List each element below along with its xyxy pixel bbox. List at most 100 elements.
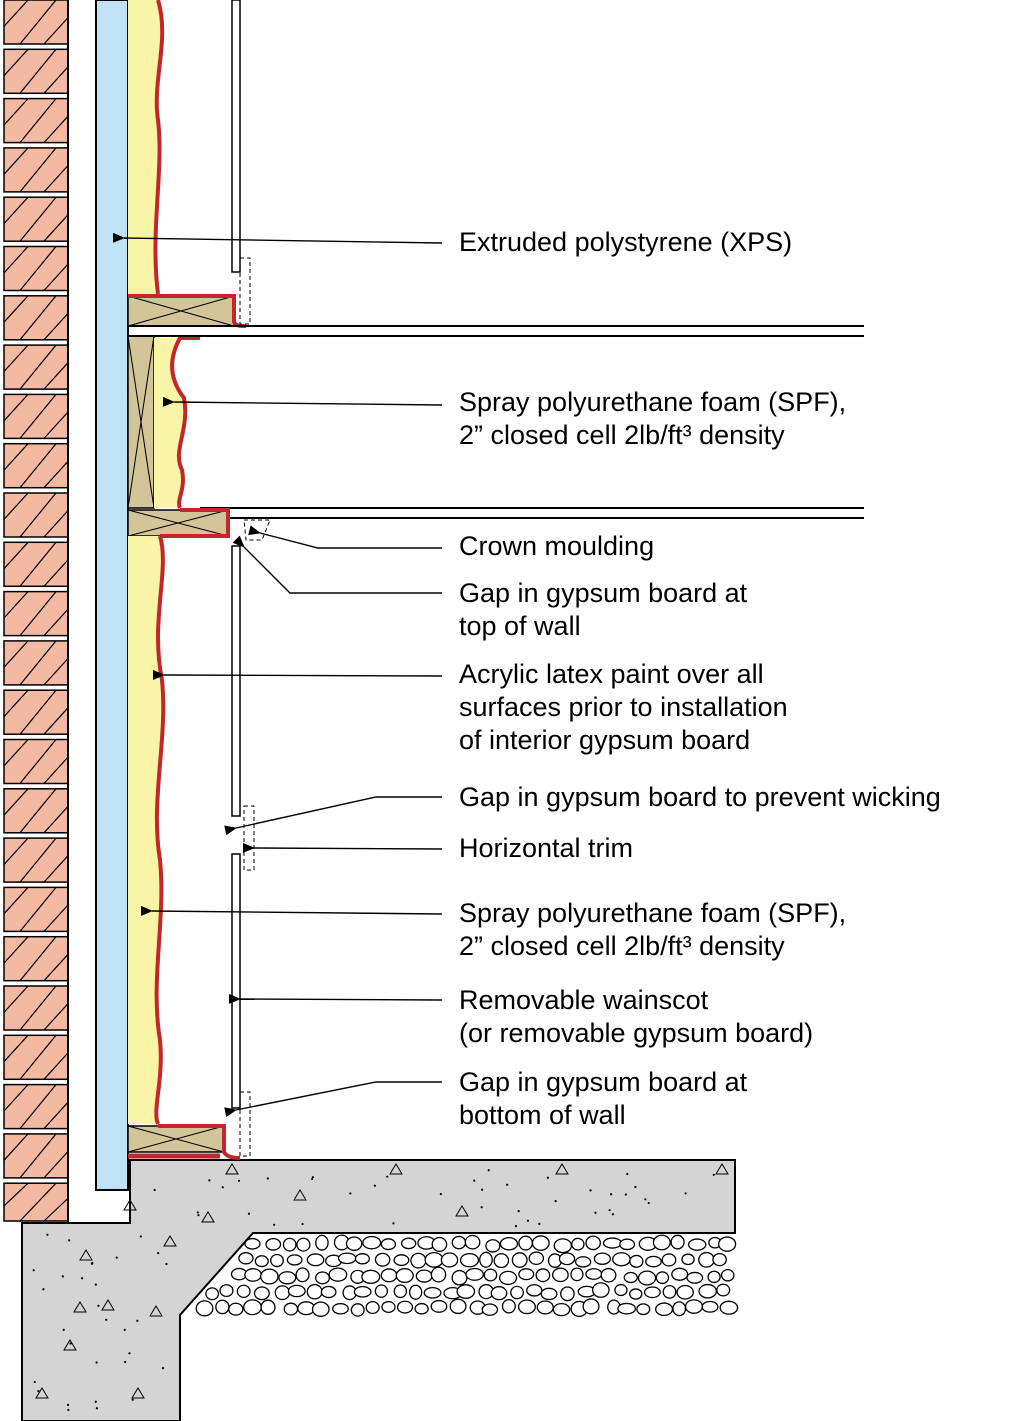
gravel-stone: [374, 1284, 389, 1298]
gravel-stone: [286, 1254, 303, 1266]
gravel-stone: [270, 1253, 284, 1268]
aggregate-dot: [609, 1193, 613, 1196]
label-gap-top-line2: top of wall: [459, 611, 581, 641]
brick-hatch: [43, 263, 69, 291]
aggregate-dot: [506, 1183, 509, 1186]
gravel-stone: [526, 1284, 543, 1297]
gravel-stone: [260, 1299, 276, 1315]
gravel-stone: [205, 1287, 220, 1301]
brick: [3, 788, 69, 834]
aggregate-dot: [526, 1219, 530, 1222]
aggregate-dot: [46, 1233, 49, 1236]
gravel-stone: [311, 1301, 330, 1317]
brick: [3, 344, 69, 390]
brick-hatch: [19, 98, 57, 143]
brick-hatch: [43, 1101, 69, 1130]
plate-x: [127, 509, 229, 537]
aggregate-triangle: [123, 1199, 137, 1211]
gravel-stone: [287, 1284, 306, 1298]
aggregate-dot: [61, 1275, 64, 1278]
gravel-stone: [456, 1284, 476, 1299]
aggregate-dot: [554, 1199, 557, 1203]
aggregate-dot: [67, 1408, 70, 1412]
gravel-stone: [282, 1237, 297, 1252]
gravel-stone: [676, 1284, 694, 1300]
gravel-stone: [243, 1299, 262, 1316]
brick-hatch: [19, 936, 57, 982]
leader-gap-top: [232, 535, 442, 594]
brick-hatch: [19, 394, 57, 439]
gravel-stone: [571, 1237, 585, 1251]
aggregate-dot: [197, 1214, 200, 1217]
brick-hatch: [43, 510, 69, 538]
spf-lower-paint: [154, 535, 166, 1125]
aggregate-triangle: [225, 1163, 239, 1175]
gravel-stone: [574, 1256, 592, 1268]
gravel-stone: [283, 1302, 299, 1316]
brick-hatch: [19, 887, 57, 932]
brick-hatch: [43, 115, 69, 144]
label-gap-bottom-line2: bottom of wall: [459, 1100, 626, 1130]
gravel-stone: [254, 1255, 269, 1268]
gravel-stone: [361, 1269, 381, 1285]
gravel-stone: [381, 1300, 396, 1313]
gravel-stone: [440, 1252, 459, 1268]
aggregate-dot: [439, 1192, 442, 1196]
brick: [3, 97, 69, 144]
brick-hatch: [43, 214, 69, 242]
gravel-stone: [238, 1252, 254, 1265]
brick-hatch: [3, 886, 29, 915]
gravel-stone: [430, 1266, 447, 1283]
label-crown: Crown moulding: [459, 531, 654, 561]
brick-hatch: [43, 756, 69, 784]
aggregate-dot: [153, 1188, 156, 1192]
brick-hatch: [43, 312, 69, 341]
brick: [3, 640, 69, 686]
gravel-stone: [395, 1268, 414, 1284]
gravel-stone: [337, 1252, 357, 1265]
brick: [3, 590, 69, 637]
brick: [3, 689, 69, 735]
brick-hatch: [3, 48, 29, 77]
gravel-stone: [400, 1237, 417, 1250]
label-trim: Horizontal trim: [459, 833, 633, 863]
brick-hatch: [19, 788, 57, 834]
brick-hatch: [19, 196, 57, 242]
brick-hatch: [43, 362, 69, 390]
aggregate-triangle: [715, 1163, 729, 1175]
gravel-stone: [274, 1285, 291, 1301]
gravel-stone: [485, 1239, 501, 1253]
brick-hatch: [43, 66, 69, 94]
gravel-stone: [652, 1234, 671, 1251]
gravel-stone: [591, 1282, 610, 1298]
foundation-wall: [21, 1159, 736, 1421]
gravel-stone: [612, 1252, 631, 1267]
gravel-stone: [498, 1270, 518, 1286]
aggregate-dot: [712, 1173, 715, 1176]
aggregate-dot: [647, 1201, 650, 1205]
brick-hatch: [19, 147, 57, 193]
aggregate-dot: [136, 1319, 139, 1322]
brick-veneer: [3, 0, 69, 1223]
aggregate-dot: [487, 1169, 490, 1172]
gravel-stone: [686, 1271, 704, 1284]
gravel-stone: [353, 1285, 372, 1298]
spf-rim: [154, 338, 186, 508]
gravel-stone: [424, 1251, 444, 1268]
brick-hatch: [43, 608, 69, 637]
brick-hatch: [19, 48, 57, 94]
gravel-stone: [244, 1268, 262, 1282]
aggregate-dot: [301, 1222, 304, 1226]
aggregate-triangle: [73, 1301, 87, 1313]
gravel-stone: [619, 1238, 636, 1251]
brick-hatch: [3, 147, 29, 175]
aggregate-dot: [247, 1212, 251, 1215]
aggregate-triangle: [163, 1235, 177, 1247]
brick: [3, 541, 69, 588]
gravel-stone: [332, 1302, 349, 1315]
gravel-stone: [720, 1269, 735, 1282]
brick-hatch: [19, 591, 57, 636]
gravel-stone: [320, 1285, 337, 1299]
brick-hatch: [3, 1182, 29, 1207]
aggregate-dot: [124, 1360, 127, 1364]
